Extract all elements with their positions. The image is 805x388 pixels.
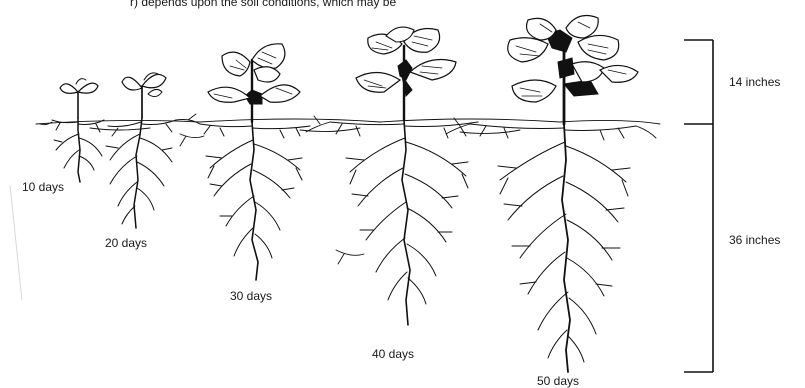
plant-10-days bbox=[40, 79, 104, 182]
stage-label-20-days: 20 days bbox=[105, 236, 147, 250]
plant-20-days bbox=[106, 73, 200, 228]
root-depth-label: 36 inches bbox=[729, 233, 780, 247]
shoot-height-label: 14 inches bbox=[729, 75, 780, 89]
plant-40-days bbox=[306, 27, 478, 325]
stage-label-40-days: 40 days bbox=[372, 347, 414, 361]
stage-label-30-days: 30 days bbox=[230, 289, 272, 303]
plant-50-days bbox=[446, 16, 656, 372]
plant-30-days bbox=[180, 44, 310, 280]
scale-bracket bbox=[684, 40, 713, 372]
stage-label-10-days: 10 days bbox=[22, 180, 64, 194]
soil-surface-roots bbox=[36, 119, 660, 134]
edge-line bbox=[10, 185, 22, 300]
stage-label-50-days: 50 days bbox=[537, 374, 579, 388]
